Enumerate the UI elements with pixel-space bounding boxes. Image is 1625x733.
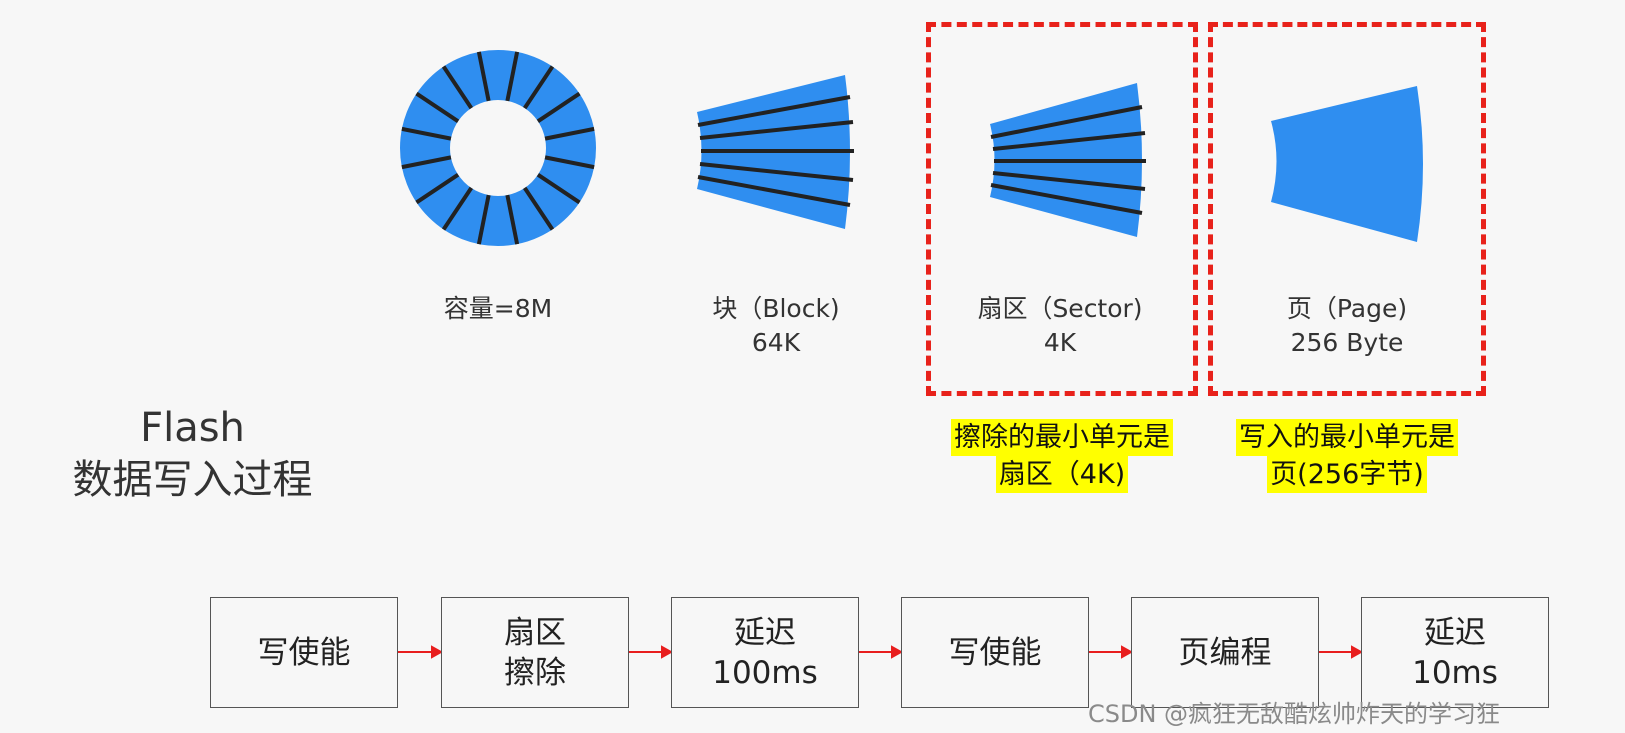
ring-divider bbox=[523, 186, 555, 231]
ring-divider bbox=[544, 126, 595, 141]
ring-divider bbox=[441, 186, 473, 231]
ring-divider bbox=[441, 65, 473, 110]
ring-divider bbox=[536, 173, 581, 205]
sector-dashed-box bbox=[926, 22, 1198, 396]
ring-divider bbox=[505, 51, 520, 102]
step-sector-erase: 扇区 擦除 bbox=[441, 597, 629, 708]
ring-divider bbox=[415, 173, 460, 205]
step-delay-10ms: 延迟 10ms bbox=[1361, 597, 1549, 708]
page-dashed-box bbox=[1208, 22, 1486, 396]
step-page-program: 页编程 bbox=[1131, 597, 1319, 708]
capacity-ring-shape bbox=[400, 50, 596, 246]
flow-arrows bbox=[398, 645, 1364, 659]
erase-unit-note: 擦除的最小单元是 扇区（4K) bbox=[930, 419, 1194, 493]
csdn-watermark: CSDN @疯狂无敌酷炫帅炸天的学习狂 bbox=[1088, 700, 1501, 728]
step-write-enable-2: 写使能 bbox=[901, 597, 1089, 708]
ring-divider bbox=[476, 51, 491, 102]
block-label: 块（Block) 64K bbox=[712, 294, 840, 357]
ring-divider bbox=[523, 65, 555, 110]
ring-divider bbox=[415, 91, 460, 123]
ring-divider bbox=[536, 91, 581, 123]
page-label: 页（Page) 256 Byte bbox=[1286, 294, 1408, 357]
sector-fan-shape bbox=[990, 83, 1146, 237]
block-fan-shape bbox=[697, 75, 854, 229]
ring-divider bbox=[401, 155, 452, 170]
ring-divider bbox=[544, 155, 595, 170]
step-delay-100ms: 延迟 100ms bbox=[671, 597, 859, 708]
ring-divider bbox=[505, 194, 520, 245]
ring-divider bbox=[476, 194, 491, 245]
page-fan-shape bbox=[1271, 86, 1423, 242]
step-write-enable-1: 写使能 bbox=[210, 597, 398, 708]
ring-divider bbox=[401, 126, 452, 141]
page-title: Flash 数据写入过程 bbox=[72, 405, 313, 503]
capacity-label: 容量=8M bbox=[443, 294, 553, 323]
sector-label: 扇区（Sector) 4K bbox=[977, 294, 1143, 357]
write-unit-note: 写入的最小单元是 页(256字节) bbox=[1212, 419, 1482, 493]
